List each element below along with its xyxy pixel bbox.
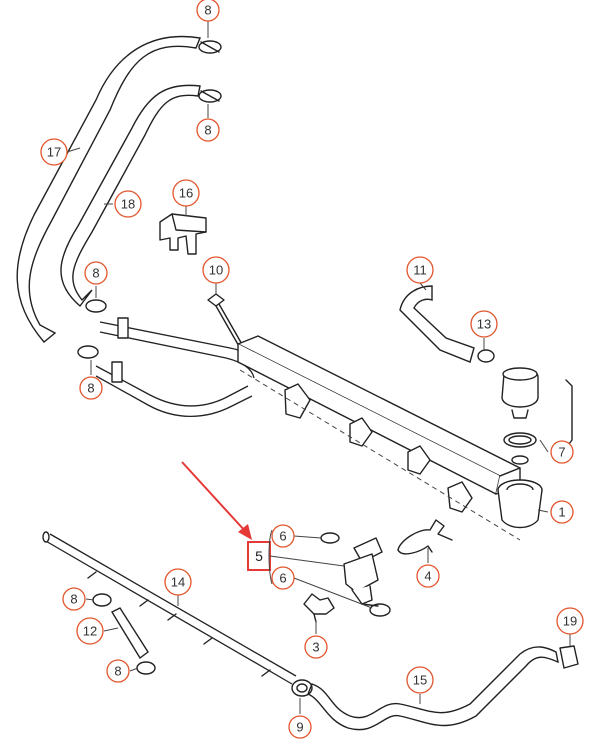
svg-text:1: 1: [558, 505, 565, 520]
clamp-8-lower: [136, 661, 156, 675]
hose-18: [60, 84, 201, 308]
callout-8-lower: 8: [106, 659, 130, 683]
callout-14: 14: [164, 568, 192, 596]
highlight-arrow: [181, 461, 252, 540]
callout-3: 3: [304, 635, 328, 659]
highlight-label-5: 5: [255, 548, 263, 564]
svg-text:15: 15: [413, 673, 427, 688]
supply-pipes: [95, 317, 263, 418]
svg-text:6: 6: [279, 529, 286, 544]
svg-text:8: 8: [92, 266, 99, 281]
callout-6-top: 6: [271, 524, 295, 548]
clamp-13: [477, 349, 495, 363]
callout-13: 13: [470, 310, 498, 338]
clamp-8-left: [92, 593, 112, 607]
bolt-10: [207, 293, 244, 349]
bracket-16: [159, 213, 207, 255]
o-ring-7-large: [503, 432, 537, 448]
svg-text:13: 13: [477, 317, 491, 332]
callout-9: 9: [288, 715, 312, 739]
svg-text:18: 18: [121, 197, 135, 212]
clamp-top-2: [198, 89, 222, 103]
svg-text:8: 8: [204, 123, 211, 138]
connector-19: [559, 645, 579, 669]
svg-text:7: 7: [558, 445, 565, 460]
svg-text:19: 19: [563, 614, 577, 629]
rail-axis-line: [239, 369, 521, 541]
svg-text:16: 16: [179, 186, 193, 201]
lead-5: [269, 555, 345, 567]
callout-18: 18: [114, 190, 142, 218]
clamp-mid-1: [85, 299, 107, 313]
return-line-14: [42, 531, 297, 685]
callout-7: 7: [550, 440, 574, 464]
callout-6-bottom: 6: [271, 566, 295, 590]
leader-lines: [66, 21, 571, 714]
clamp-top-1: [198, 40, 222, 54]
highlight-box-5: 5: [247, 541, 271, 571]
hose-17: [16, 35, 201, 343]
callout-4: 4: [416, 564, 440, 588]
callout-1: 1: [550, 500, 574, 524]
svg-text:8: 8: [87, 381, 94, 396]
callout-15: 15: [406, 666, 434, 694]
svg-text:10: 10: [209, 263, 223, 278]
callout-12: 12: [76, 617, 104, 645]
o-ring-7-small: [511, 455, 529, 465]
svg-text:6: 6: [279, 571, 286, 586]
svg-text:12: 12: [83, 624, 97, 639]
svg-text:8: 8: [114, 664, 121, 679]
callout-8-mid-upper: 8: [84, 261, 108, 285]
svg-text:11: 11: [413, 263, 427, 278]
o-ring-6-top: [320, 532, 340, 544]
hose-15: [307, 646, 559, 731]
callout-8-second: 8: [196, 118, 220, 142]
clip-4: [397, 519, 453, 555]
pressure-regulator: [501, 367, 573, 449]
callout-10: 10: [202, 256, 230, 284]
callout-16: 16: [172, 179, 200, 207]
hose-12: [111, 607, 149, 660]
callout-8-mid-lower: 8: [79, 376, 103, 400]
callout-8-left: 8: [62, 587, 86, 611]
hose-11: [399, 285, 475, 363]
injector: [343, 537, 383, 607]
clamp-mid-2: [77, 345, 99, 359]
brace-line: [268, 529, 273, 585]
connector-9: [291, 679, 313, 697]
fuel-rail: [237, 335, 543, 529]
callout-11: 11: [406, 256, 434, 284]
svg-text:3: 3: [312, 640, 319, 655]
callout-8-top: 8: [196, 0, 220, 22]
svg-text:14: 14: [171, 575, 185, 590]
svg-text:4: 4: [424, 569, 431, 584]
callout-19: 19: [556, 607, 584, 635]
callout-17: 17: [40, 138, 68, 166]
svg-text:17: 17: [47, 145, 61, 160]
svg-text:9: 9: [296, 720, 303, 735]
svg-text:8: 8: [204, 3, 211, 18]
svg-text:8: 8: [70, 592, 77, 607]
clip-3: [303, 593, 335, 623]
o-ring-6-bottom: [369, 603, 391, 617]
